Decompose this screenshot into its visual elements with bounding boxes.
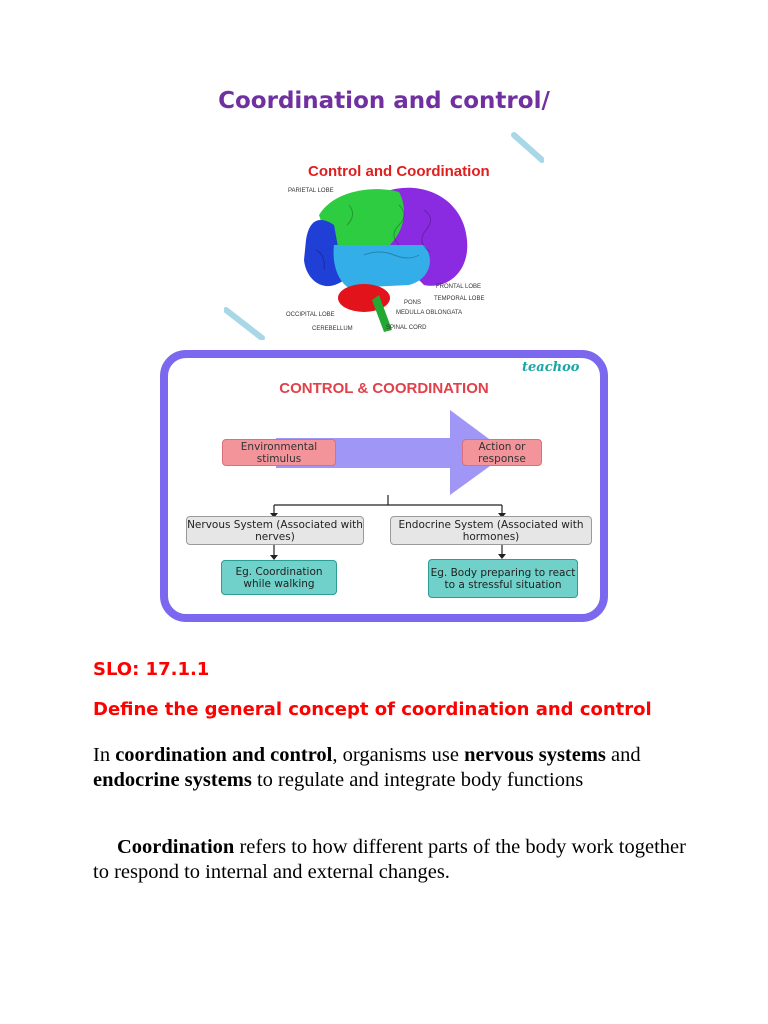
brain-figure: Control and Coordination PARIETAL LOBE F… (224, 130, 544, 340)
label-pons: PONS (404, 300, 422, 306)
label-temporal: TEMPORAL LOBE (434, 296, 485, 302)
nervous-system-box: Nervous System (Associated with nerves) (186, 516, 364, 545)
brain-illustration (224, 132, 544, 340)
label-spinal-cord: SPINAL CORD (386, 325, 427, 331)
flowchart-connectors (270, 410, 508, 560)
flowchart-heading: CONTROL & COORDINATION (279, 380, 489, 397)
brand-logo: teachoo (522, 360, 580, 375)
control-coordination-flowchart: teachoo CONTROL & COORDINATION Environme… (160, 350, 608, 622)
label-cerebellum: CEREBELLUM (312, 326, 353, 332)
nervous-example-box: Eg. Coordination while walking (221, 560, 337, 595)
slo-code: SLO: 17.1.1 (93, 659, 210, 680)
big-arrow-icon (276, 410, 508, 495)
objective-heading: Define the general concept of coordinati… (93, 699, 652, 720)
response-box: Action or response (462, 439, 542, 466)
endocrine-example-box: Eg. Body preparing to react to a stressf… (428, 559, 578, 598)
paragraph-intro: In coordination and control, organisms u… (93, 744, 641, 791)
label-occipital: OCCIPITAL LOBE (286, 312, 335, 318)
page-title: Coordination and control/ (218, 88, 550, 114)
label-medulla: MEDULLA OBLONGATA (396, 310, 463, 316)
brain-figure-title: Control and Coordination (308, 163, 490, 180)
endocrine-system-box: Endocrine System (Associated with hormon… (390, 516, 592, 545)
label-frontal: FRONTAL LOBE (436, 284, 482, 290)
stimulus-box: Environmental stimulus (222, 439, 336, 466)
label-parietal: PARIETAL LOBE (288, 188, 334, 194)
paragraph-coordination: Coordination refers to how different par… (93, 836, 686, 883)
